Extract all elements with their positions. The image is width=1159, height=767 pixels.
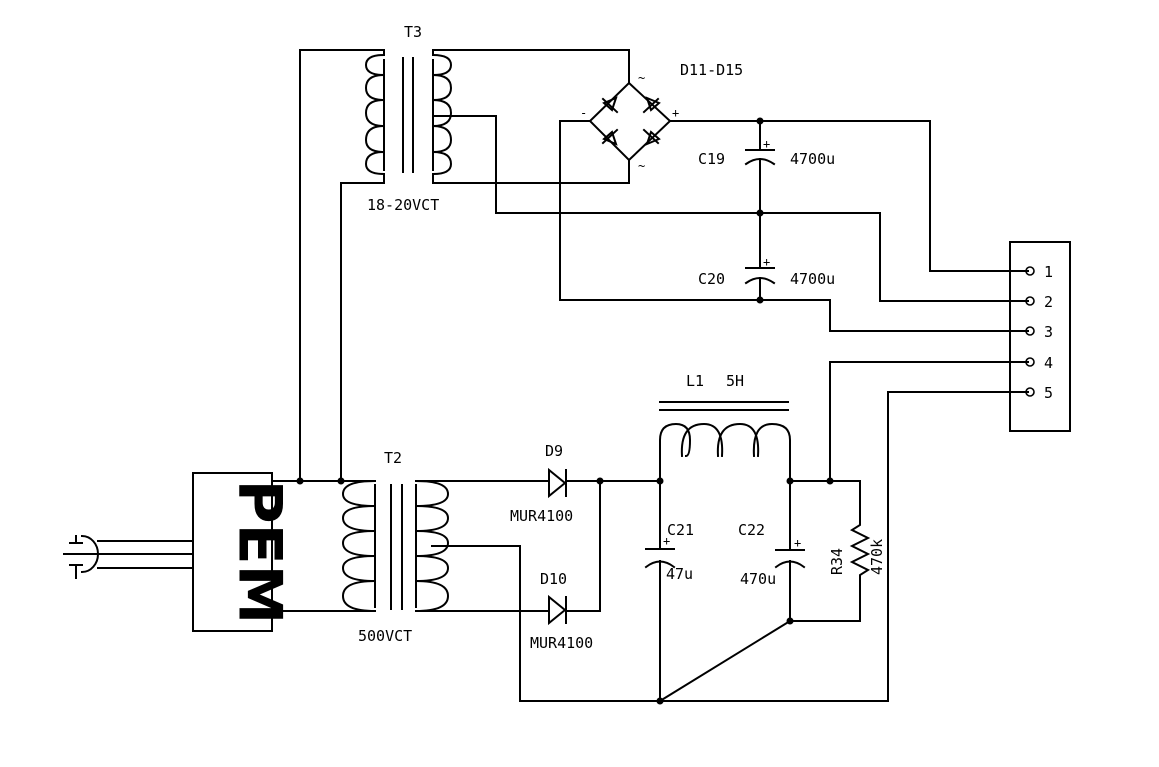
t3-rating-label: 18-20VCT <box>367 196 439 214</box>
connector-pin-1: 1 <box>1044 263 1053 281</box>
capacitor-c21: C21 47u + <box>644 480 694 702</box>
transformer-t3: T3 18-20VCT <box>364 23 453 214</box>
junction-dots <box>296 117 834 705</box>
transformer-t2: T2 500VCT <box>341 449 450 645</box>
bridge-label: D11-D15 <box>680 61 743 79</box>
t3-wiring <box>299 49 1029 482</box>
c19-plus-mark: + <box>763 137 770 151</box>
mains-plug-icon <box>63 534 194 579</box>
l1-value: 5H <box>726 372 744 390</box>
d10-part: MUR4100 <box>530 634 593 652</box>
bridge-ac-mark-top: ~ <box>638 71 645 85</box>
t3-label: T3 <box>404 23 422 41</box>
c21-plus-mark: + <box>663 534 670 548</box>
d9-part: MUR4100 <box>510 507 573 525</box>
bridge-rectifier: D11-D15 - + ~ ~ <box>580 61 743 173</box>
t2-label: T2 <box>384 449 402 467</box>
l1-label: L1 <box>686 372 704 390</box>
connector-pin-4: 4 <box>1044 354 1053 372</box>
bridge-minus-mark: - <box>580 106 587 120</box>
c21-value: 47u <box>666 565 693 583</box>
capacitor-c20: C20 4700u + <box>698 255 835 301</box>
inductor-l1: L1 5H <box>659 372 791 482</box>
hv-output-wiring <box>658 361 1029 703</box>
c20-plus-mark: + <box>763 255 770 269</box>
c19-value: 4700u <box>790 150 835 168</box>
t2-secondary-wiring <box>415 391 1029 702</box>
capacitor-c22: C22 470u + <box>738 480 806 622</box>
pem-label: PEM <box>224 480 294 625</box>
c22-value: 470u <box>740 570 776 588</box>
t2-primary-wiring <box>271 480 376 612</box>
r34-value: 470k <box>868 539 886 575</box>
c20-value: 4700u <box>790 270 835 288</box>
c21-label: C21 <box>667 521 694 539</box>
t2-rating-label: 500VCT <box>358 627 412 645</box>
d9-label: D9 <box>545 442 563 460</box>
resistor-r34: R34 470k <box>828 480 886 622</box>
output-connector: 1 2 3 4 5 <box>1009 241 1071 432</box>
diode-d9: D9 MUR4100 <box>510 442 573 525</box>
bridge-plus-mark: + <box>672 106 679 120</box>
c20-label: C20 <box>698 270 725 288</box>
connector-pin-5: 5 <box>1044 384 1053 402</box>
pem-module: PEM <box>192 472 294 632</box>
bridge-ac-mark-bottom: ~ <box>638 159 645 173</box>
r34-label: R34 <box>828 548 846 575</box>
c22-label: C22 <box>738 521 765 539</box>
capacitor-c19: C19 4700u + <box>698 120 835 269</box>
connector-pin-3: 3 <box>1044 323 1053 341</box>
d10-label: D10 <box>540 570 567 588</box>
c19-label: C19 <box>698 150 725 168</box>
c22-plus-mark: + <box>794 536 801 550</box>
connector-pin-2: 2 <box>1044 293 1053 311</box>
